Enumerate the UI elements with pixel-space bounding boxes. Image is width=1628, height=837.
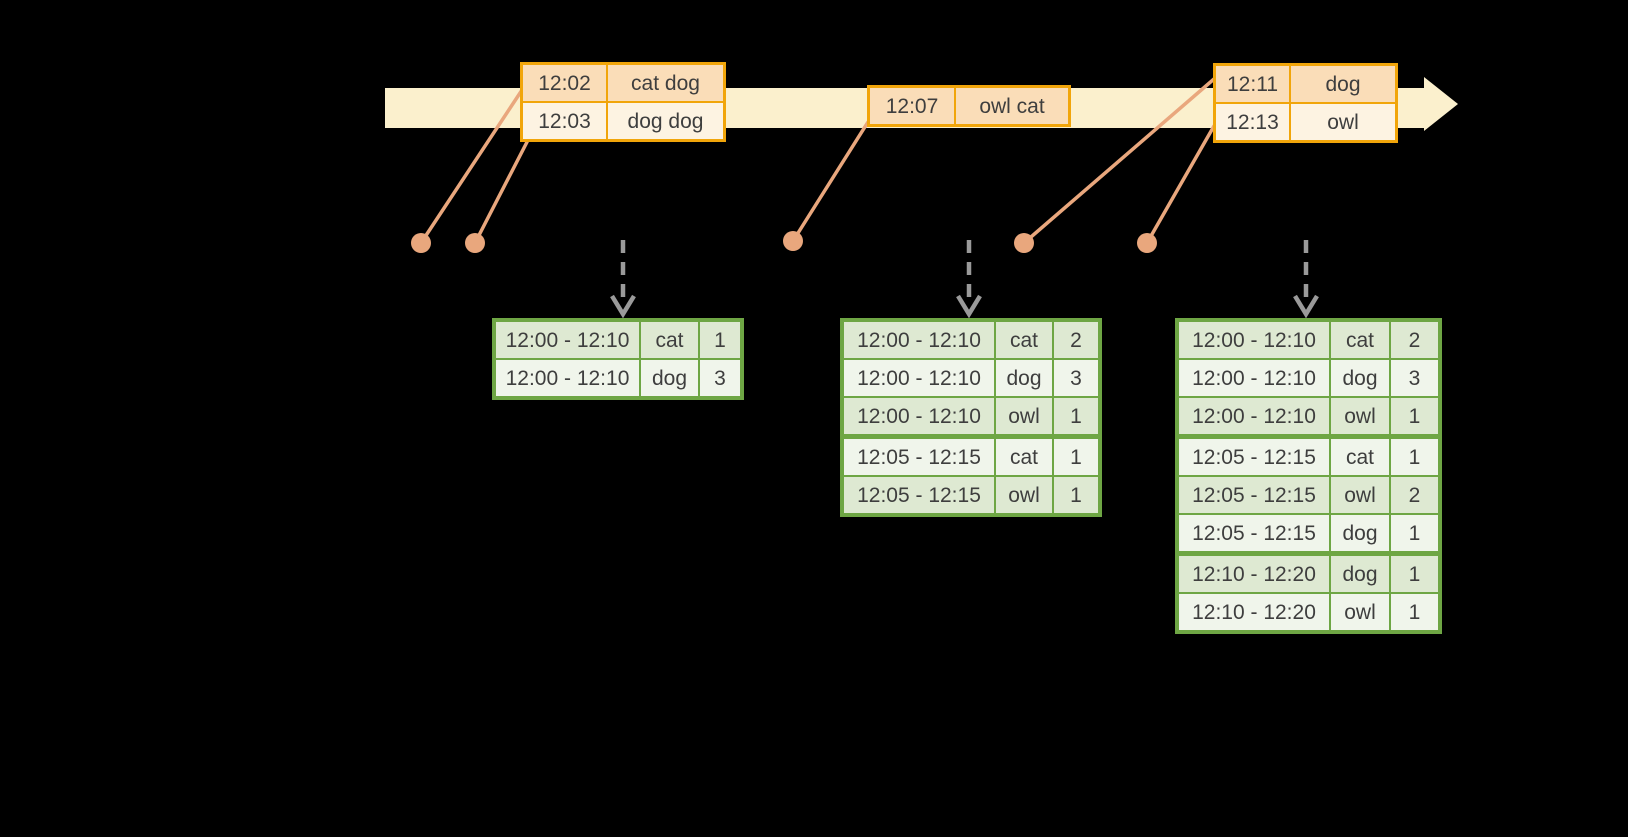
event-connector <box>419 88 524 245</box>
arrow-down-icon <box>1293 240 1319 319</box>
word-cell: owl <box>996 398 1052 434</box>
word-cell: dog <box>1331 556 1389 592</box>
event-dot-icon <box>783 231 803 251</box>
table-row: 12:00 - 12:10 dog 3 <box>1179 360 1438 396</box>
table-row: 12:00 - 12:10 cat 1 <box>496 322 740 358</box>
table-row: 12:05 - 12:15 cat 1 <box>1179 439 1438 475</box>
event-time-cell: 12:07 <box>870 88 954 124</box>
table-row: 12:05 - 12:15 owl 2 <box>1179 477 1438 513</box>
count-cell: 1 <box>1391 556 1438 592</box>
count-cell: 3 <box>1054 360 1098 396</box>
word-cell: dog <box>1331 515 1389 551</box>
window-cell: 12:00 - 12:10 <box>1179 398 1329 434</box>
window-cell: 12:00 - 12:10 <box>1179 322 1329 358</box>
event-dot-icon <box>1014 233 1034 253</box>
table-row: 12:13 owl <box>1216 104 1395 140</box>
word-cell: dog <box>996 360 1052 396</box>
event-time-cell: 12:11 <box>1216 66 1289 102</box>
window-cell: 12:00 - 12:10 <box>1179 360 1329 396</box>
table-row: 12:10 - 12:20 owl 1 <box>1179 594 1438 630</box>
table-row: 12:03 dog dog <box>523 103 723 139</box>
table-row: 12:05 - 12:15 dog 1 <box>1179 515 1438 551</box>
result-table-3: 12:00 - 12:10 cat 2 12:00 - 12:10 dog 3 … <box>1175 318 1442 634</box>
word-cell: cat <box>641 322 698 358</box>
table-row: 12:05 - 12:15 cat 1 <box>844 439 1098 475</box>
event-table-1: 12:02 cat dog 12:03 dog dog <box>520 62 726 142</box>
word-cell: dog <box>1331 360 1389 396</box>
event-time-cell: 12:03 <box>523 103 606 139</box>
window-cell: 12:00 - 12:10 <box>844 360 994 396</box>
word-cell: owl <box>996 477 1052 513</box>
window-cell: 12:05 - 12:15 <box>1179 515 1329 551</box>
word-cell: owl <box>1331 477 1389 513</box>
window-cell: 12:00 - 12:10 <box>844 322 994 358</box>
window-cell: 12:10 - 12:20 <box>1179 556 1329 592</box>
event-words-cell: owl cat <box>956 88 1068 124</box>
event-table-3: 12:11 dog 12:13 owl <box>1213 63 1398 143</box>
window-cell: 12:10 - 12:20 <box>1179 594 1329 630</box>
word-cell: owl <box>1331 398 1389 434</box>
event-words-cell: cat dog <box>608 65 723 101</box>
timeline-arrowhead-icon <box>1424 77 1458 131</box>
event-dot-icon <box>411 233 431 253</box>
result-table-2: 12:00 - 12:10 cat 2 12:00 - 12:10 dog 3 … <box>840 318 1102 517</box>
word-cell: cat <box>1331 439 1389 475</box>
arrow-down-icon <box>610 240 636 319</box>
window-cell: 12:00 - 12:10 <box>496 322 639 358</box>
arrow-down-icon <box>956 240 982 319</box>
table-row: 12:00 - 12:10 cat 2 <box>1179 322 1438 358</box>
window-cell: 12:05 - 12:15 <box>844 439 994 475</box>
window-cell: 12:05 - 12:15 <box>1179 439 1329 475</box>
event-time-cell: 12:13 <box>1216 104 1289 140</box>
count-cell: 1 <box>1391 594 1438 630</box>
count-cell: 1 <box>1054 477 1098 513</box>
table-row: 12:00 - 12:10 dog 3 <box>844 360 1098 396</box>
count-cell: 1 <box>1054 398 1098 434</box>
result-table-1: 12:00 - 12:10 cat 1 12:00 - 12:10 dog 3 <box>492 318 744 400</box>
event-words-cell: dog <box>1291 66 1395 102</box>
count-cell: 1 <box>1391 398 1438 434</box>
window-cell: 12:00 - 12:10 <box>496 360 639 396</box>
count-cell: 1 <box>1054 439 1098 475</box>
event-connector <box>1145 124 1216 245</box>
event-table-2: 12:07 owl cat <box>867 85 1071 127</box>
table-row: 12:05 - 12:15 owl 1 <box>844 477 1098 513</box>
count-cell: 3 <box>1391 360 1438 396</box>
count-cell: 2 <box>1391 322 1438 358</box>
event-words-cell: dog dog <box>608 103 723 139</box>
table-row: 12:10 - 12:20 dog 1 <box>1179 556 1438 592</box>
table-row: 12:00 - 12:10 owl 1 <box>844 398 1098 434</box>
window-cell: 12:05 - 12:15 <box>844 477 994 513</box>
table-row: 12:00 - 12:10 owl 1 <box>1179 398 1438 434</box>
table-row: 12:07 owl cat <box>870 88 1068 124</box>
event-dot-icon <box>1137 233 1157 253</box>
event-connector <box>791 120 870 243</box>
event-dot-icon <box>465 233 485 253</box>
table-row: 12:00 - 12:10 cat 2 <box>844 322 1098 358</box>
word-cell: dog <box>641 360 698 396</box>
table-row: 12:00 - 12:10 dog 3 <box>496 360 740 396</box>
word-cell: owl <box>1331 594 1389 630</box>
table-row: 12:02 cat dog <box>523 65 723 101</box>
count-cell: 1 <box>700 322 740 358</box>
event-words-cell: owl <box>1291 104 1395 140</box>
event-connector <box>1022 77 1216 245</box>
count-cell: 3 <box>700 360 740 396</box>
count-cell: 2 <box>1391 477 1438 513</box>
window-cell: 12:05 - 12:15 <box>1179 477 1329 513</box>
window-cell: 12:00 - 12:10 <box>844 398 994 434</box>
count-cell: 1 <box>1391 439 1438 475</box>
event-time-cell: 12:02 <box>523 65 606 101</box>
word-cell: cat <box>996 322 1052 358</box>
word-cell: cat <box>996 439 1052 475</box>
count-cell: 1 <box>1391 515 1438 551</box>
word-cell: cat <box>1331 322 1389 358</box>
table-row: 12:11 dog <box>1216 66 1395 102</box>
event-connector <box>473 140 529 245</box>
count-cell: 2 <box>1054 322 1098 358</box>
